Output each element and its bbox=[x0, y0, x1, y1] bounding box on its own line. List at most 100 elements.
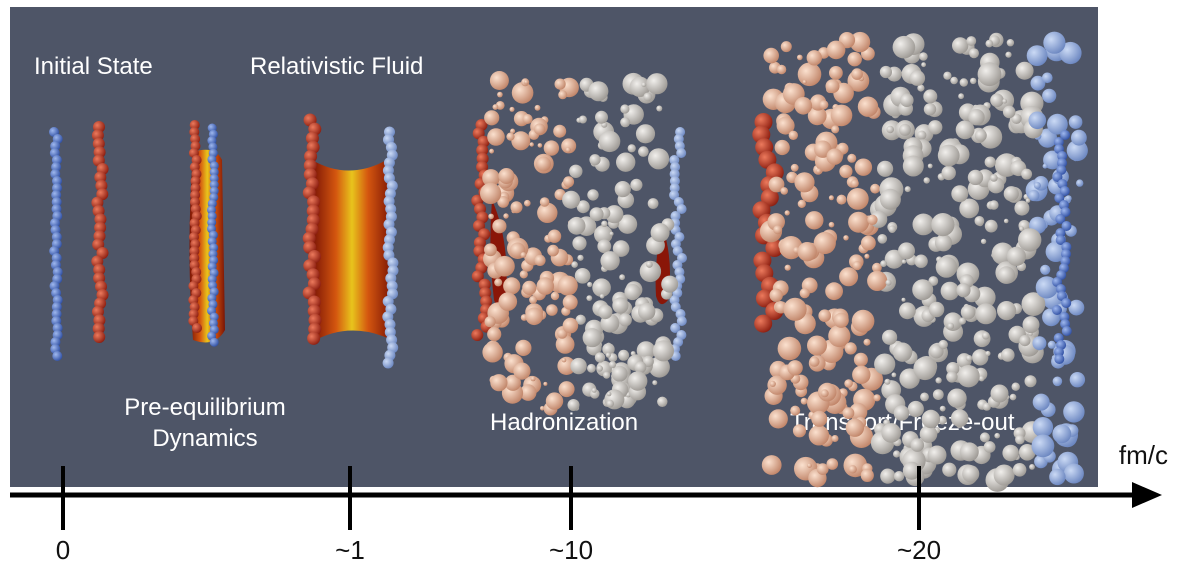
nucleon-red bbox=[754, 314, 773, 333]
nucleon-blue bbox=[1055, 235, 1066, 245]
hadron bbox=[509, 106, 515, 112]
nucleon-blue bbox=[1057, 151, 1068, 161]
hadron bbox=[591, 387, 597, 393]
hadron bbox=[1003, 218, 1009, 224]
hadron bbox=[950, 76, 958, 85]
hadron bbox=[1066, 139, 1088, 162]
hadron bbox=[819, 100, 829, 110]
hadron bbox=[874, 353, 896, 375]
hadron bbox=[484, 243, 497, 257]
hadron bbox=[525, 307, 543, 326]
hadron bbox=[990, 93, 1004, 108]
hadron bbox=[484, 316, 496, 328]
hadron bbox=[1021, 168, 1033, 180]
hadron bbox=[943, 71, 952, 80]
hadron bbox=[582, 328, 602, 348]
hadron bbox=[480, 182, 502, 204]
hadron bbox=[851, 309, 875, 333]
hadron bbox=[506, 132, 515, 141]
hadron bbox=[574, 268, 591, 284]
hadron bbox=[1065, 195, 1072, 202]
hadron bbox=[808, 425, 830, 446]
hadron bbox=[601, 220, 608, 227]
label-pre-equilibrium: Pre-equilibrium Dynamics bbox=[105, 392, 305, 454]
hadron bbox=[826, 458, 839, 470]
axis-unit: fm/c bbox=[1118, 440, 1168, 470]
hadron bbox=[899, 123, 911, 136]
hadron bbox=[612, 240, 630, 257]
hadron bbox=[847, 153, 857, 163]
hadron bbox=[957, 365, 980, 388]
hadron bbox=[489, 148, 494, 154]
hadron bbox=[1047, 113, 1068, 135]
hadron bbox=[575, 314, 586, 325]
hadron bbox=[1015, 434, 1025, 445]
hadron bbox=[978, 375, 985, 382]
hadron bbox=[790, 163, 799, 172]
nucleon-blue bbox=[209, 337, 219, 347]
hadron bbox=[624, 283, 641, 301]
hadron bbox=[558, 381, 575, 398]
hadron bbox=[487, 128, 505, 146]
hadron bbox=[1006, 39, 1015, 47]
hadron bbox=[960, 304, 976, 320]
hadron bbox=[783, 297, 807, 321]
hadron bbox=[784, 264, 791, 271]
hadron bbox=[968, 109, 985, 126]
hadron bbox=[1029, 464, 1035, 470]
hadron bbox=[599, 294, 605, 299]
nucleon-red bbox=[93, 263, 106, 276]
hadron bbox=[923, 103, 937, 116]
hadron bbox=[606, 391, 612, 397]
hadron bbox=[571, 261, 578, 268]
hadron bbox=[826, 148, 843, 165]
hadron bbox=[536, 156, 551, 172]
hadron bbox=[617, 214, 638, 234]
hadron bbox=[555, 335, 575, 354]
hadron bbox=[636, 341, 656, 360]
hadron bbox=[845, 418, 865, 437]
hadron bbox=[980, 238, 987, 245]
hadron bbox=[825, 282, 843, 301]
hadron bbox=[648, 148, 670, 170]
hadron bbox=[546, 304, 558, 316]
hadron bbox=[776, 116, 795, 135]
hadron bbox=[1002, 105, 1016, 119]
hadron bbox=[959, 78, 968, 87]
hadron bbox=[522, 114, 533, 124]
hadron bbox=[836, 194, 847, 205]
hadron bbox=[959, 442, 979, 462]
nucleon-red bbox=[93, 331, 106, 343]
hadron bbox=[939, 405, 946, 412]
hadron bbox=[554, 78, 566, 90]
hadron bbox=[937, 144, 960, 167]
hadron bbox=[1043, 31, 1066, 54]
hadron bbox=[630, 178, 643, 191]
hadron bbox=[1009, 393, 1017, 401]
hadron bbox=[606, 399, 614, 408]
hadron bbox=[990, 174, 998, 182]
hadron bbox=[1015, 61, 1034, 80]
hadron bbox=[989, 200, 999, 210]
hadron bbox=[867, 270, 888, 291]
hadron bbox=[831, 125, 840, 134]
hadron bbox=[974, 129, 987, 142]
hadron bbox=[550, 291, 560, 301]
nucleon-blue bbox=[676, 316, 687, 326]
nucleon-red bbox=[191, 267, 202, 277]
hadron bbox=[498, 292, 518, 311]
hadron bbox=[1068, 299, 1085, 316]
hadron bbox=[828, 324, 851, 348]
hadron bbox=[578, 115, 587, 124]
hadron bbox=[917, 84, 925, 92]
nucleon-blue bbox=[1054, 354, 1065, 364]
hadron bbox=[646, 73, 668, 95]
hadron bbox=[639, 260, 662, 283]
hadron bbox=[942, 462, 957, 477]
hadron bbox=[802, 79, 807, 84]
nucleon-red bbox=[189, 246, 200, 256]
hadron bbox=[813, 231, 836, 255]
hadron bbox=[947, 388, 967, 408]
